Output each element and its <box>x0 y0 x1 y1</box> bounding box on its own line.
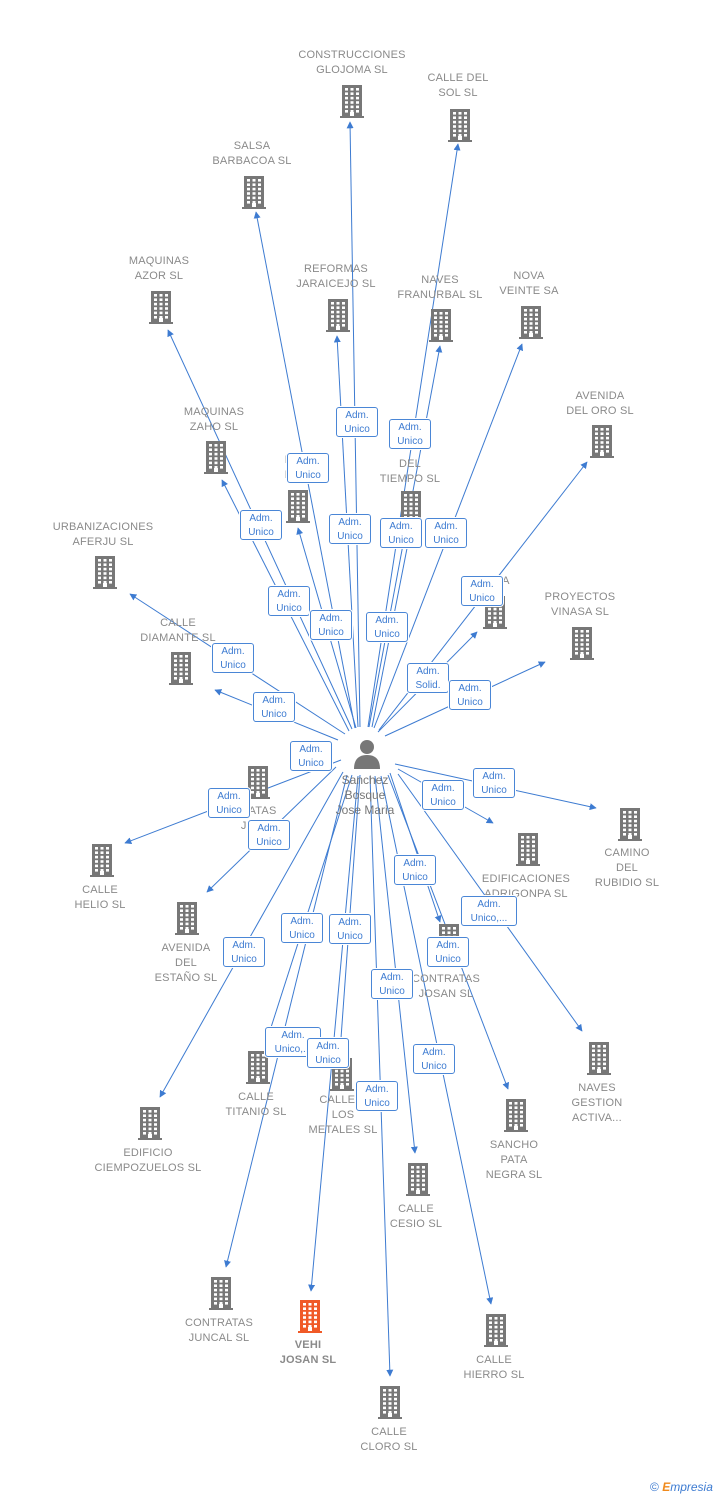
company-label[interactable]: CALLE CLORO SL <box>360 1426 418 1453</box>
building-icon <box>516 833 540 866</box>
role-badge[interactable]: Adm. Unico,... <box>461 896 517 926</box>
edge-line <box>369 775 394 1377</box>
company-label[interactable]: SANCHO PATA NEGRA SL <box>485 1139 543 1181</box>
building-icon <box>246 1051 270 1084</box>
building-icon <box>149 291 173 324</box>
company-label[interactable]: VEHI JOSAN SL <box>279 1339 337 1366</box>
building-icon <box>378 1386 402 1419</box>
building-icon <box>484 1314 508 1347</box>
role-badge[interactable]: Adm. Unico <box>356 1081 398 1111</box>
building-icon <box>587 1042 611 1075</box>
role-badge[interactable]: Adm. Unico <box>427 937 469 967</box>
company-label[interactable]: MAQUINAS AZOR SL <box>128 255 190 282</box>
role-badge[interactable]: Adm. Unico <box>329 514 371 544</box>
company-label[interactable]: CAMINO DEL RUBIDIO SL <box>594 847 660 889</box>
company-label[interactable]: CONTRATAS JOSAN SL <box>411 973 480 1000</box>
role-badge[interactable]: Adm. Unico <box>422 780 464 810</box>
building-icon <box>90 844 114 877</box>
building-icon <box>298 1300 322 1333</box>
role-badge[interactable]: Adm. Unico <box>461 576 503 606</box>
role-badge[interactable]: Adm. Unico <box>449 680 491 710</box>
edge-line <box>159 771 344 1098</box>
role-badge[interactable]: Adm. Unico <box>212 643 254 673</box>
company-label[interactable]: CONSTRUCCIONES GLOJOMA SL <box>298 49 406 76</box>
role-badge[interactable]: Adm. Unico <box>394 855 436 885</box>
company-label[interactable]: NOVA VEINTE SA <box>499 270 559 297</box>
role-badge[interactable]: Adm. Unico <box>389 419 431 449</box>
building-icon <box>570 627 594 660</box>
company-label[interactable]: AVENIDA DEL ORO SL <box>566 390 634 417</box>
role-badge[interactable]: Adm. Unico <box>281 913 323 943</box>
building-icon <box>618 808 642 841</box>
building-icon <box>519 306 543 339</box>
company-label[interactable]: CALLE HELIO SL <box>74 884 126 911</box>
company-label[interactable]: URBANIZACIONES AFERJU SL <box>52 521 154 548</box>
company-label[interactable]: CONTRATAS JUNCAL SL <box>184 1317 253 1344</box>
building-icon <box>504 1099 528 1132</box>
company-label[interactable]: AVENIDA DEL ESTAÑO SL <box>154 942 218 984</box>
person-icon <box>354 740 380 769</box>
role-badge[interactable]: Adm. Unico <box>473 768 515 798</box>
edge-line <box>374 775 418 1154</box>
center-person-name[interactable]: Sanchez Bosque Jose Maria <box>335 773 395 817</box>
building-icon <box>340 85 364 118</box>
role-badge[interactable]: Adm. Unico <box>425 518 467 548</box>
building-icon <box>204 441 228 474</box>
role-badge[interactable]: Adm. Unico <box>287 453 329 483</box>
role-badge[interactable]: Adm. Unico <box>336 407 378 437</box>
edge-line <box>264 774 353 1044</box>
role-badge[interactable]: Adm. Unico <box>310 610 352 640</box>
role-badge[interactable]: Adm. Unico <box>371 969 413 999</box>
building-icon <box>429 309 453 342</box>
role-badge[interactable]: Adm. Solid. <box>407 663 449 693</box>
role-badge[interactable]: Adm. Unico <box>223 937 265 967</box>
edge-line <box>336 774 361 1053</box>
company-label[interactable]: NAVES GESTION ACTIVA... <box>571 1082 623 1124</box>
building-icon <box>326 299 350 332</box>
edge-line <box>389 772 442 923</box>
role-badge[interactable]: Adm. Unico <box>307 1038 349 1068</box>
company-label[interactable]: NAVES FRANURBAL SL <box>397 274 483 301</box>
role-badge[interactable]: Adm. Unico <box>329 914 371 944</box>
brand-initial: E <box>662 1480 671 1494</box>
building-icon <box>448 109 472 142</box>
company-label[interactable]: DEL TIEMPO SL <box>379 458 441 485</box>
role-badge[interactable]: Adm. Unico <box>413 1044 455 1074</box>
building-icon <box>209 1277 233 1310</box>
copyright-symbol: © <box>650 1480 659 1494</box>
role-badge[interactable]: Adm. Unico <box>268 586 310 616</box>
role-badge[interactable]: Adm. Unico <box>290 741 332 771</box>
company-label[interactable]: CALLE TITANIO SL <box>225 1091 287 1118</box>
brand-name: mpresia <box>670 1480 713 1494</box>
role-badge[interactable]: Adm. Unico <box>208 788 250 818</box>
building-icon <box>286 490 310 523</box>
company-label[interactable]: CALLE DEL SOL SL <box>427 72 489 99</box>
role-badge[interactable]: Adm. Unico <box>253 692 295 722</box>
edge-line <box>308 775 359 1292</box>
company-label[interactable]: CALLE HIERRO SL <box>463 1354 525 1381</box>
brand-logo: © Empresia <box>650 1480 713 1494</box>
company-label[interactable]: EDIFICIO CIEMPOZUELOS SL <box>94 1147 202 1174</box>
company-label[interactable]: REFORMAS JARAICEJO SL <box>296 263 376 290</box>
building-icon <box>406 1163 430 1196</box>
building-icon <box>175 902 199 935</box>
building-icon <box>169 652 193 685</box>
role-badge[interactable]: Adm. Unico <box>380 518 422 548</box>
building-icon <box>590 425 614 458</box>
edge-line <box>224 774 348 1268</box>
company-label[interactable]: SALSA BARBACOA SL <box>212 140 292 167</box>
building-icon <box>242 176 266 209</box>
building-icon <box>246 766 270 799</box>
company-label[interactable]: CALLE CESIO SL <box>389 1203 443 1230</box>
company-label[interactable]: CALLE DIAMANTE SL <box>140 617 216 644</box>
role-badge[interactable]: Adm. Unico <box>248 820 290 850</box>
company-label[interactable]: MAQUINAS ZAHO SL <box>183 406 245 433</box>
role-badge[interactable]: Adm. Unico <box>366 612 408 642</box>
role-badge[interactable]: Adm. Unico <box>240 510 282 540</box>
building-icon <box>138 1107 162 1140</box>
building-icon <box>93 556 117 589</box>
company-label[interactable]: PROYECTOS VINASA SL <box>544 591 616 618</box>
